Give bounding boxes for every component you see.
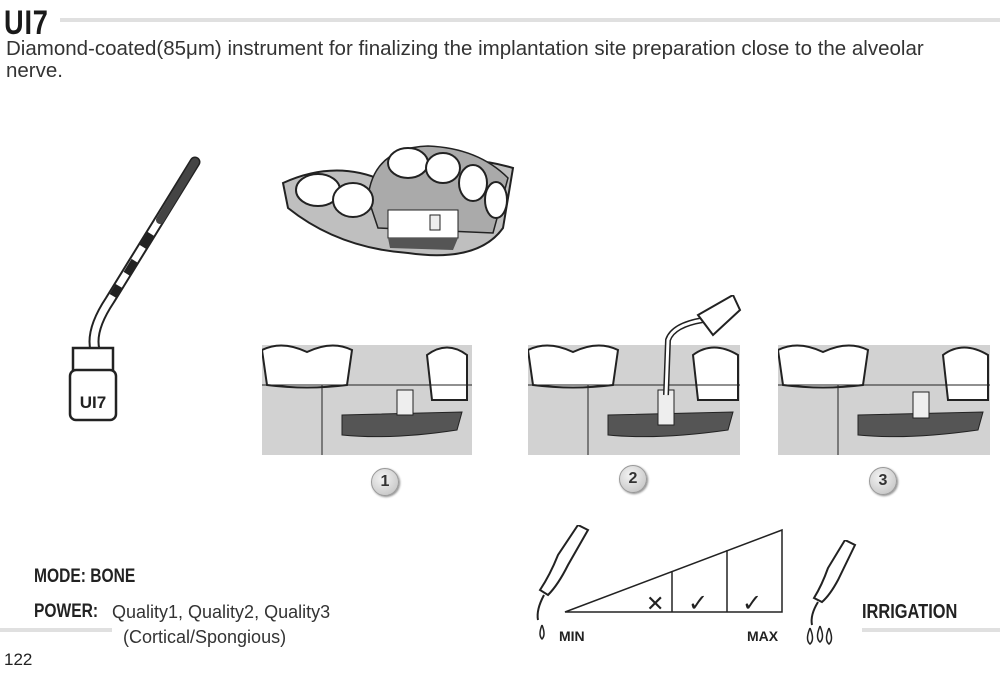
step-1-badge: 1 [371, 468, 399, 496]
irrigation-label: IRRIGATION [862, 601, 958, 623]
footer-divider-left [0, 628, 112, 632]
level-2-check-icon: ✓ [688, 589, 708, 617]
step-3-badge: 3 [869, 467, 897, 495]
step-3-illustration [778, 344, 990, 455]
footer-divider-right [862, 628, 1000, 632]
mode-label: MODE: BONE [34, 566, 136, 587]
page-number: 122 [4, 650, 33, 669]
product-description: Diamond-coated(85μm) instrument for fina… [6, 37, 924, 82]
level-1-cross-icon: ✕ [646, 592, 664, 617]
instrument-tip-illustration: UI7 [68, 156, 201, 422]
step-1-illustration [262, 344, 472, 455]
min-label: MIN [559, 628, 585, 644]
level-3-check-icon: ✓ [742, 589, 762, 617]
handpiece-low-water-icon [536, 525, 590, 641]
step-2-illustration [528, 295, 742, 455]
power-value: Quality1, Quality2, Quality3 [112, 602, 331, 622]
power-label: POWER: [34, 601, 99, 622]
jaw-illustration [281, 145, 515, 257]
handpiece-irrigation-icon [806, 540, 857, 645]
max-label: MAX [747, 628, 779, 644]
product-code-title: UI7 [4, 4, 49, 42]
power-subtext: (Cortical/Spongious) [123, 627, 287, 647]
power-scale-diagram: ✕ ✓ ✓ MIN MAX [536, 525, 783, 644]
instrument-label: UI7 [80, 393, 106, 412]
title-divider [60, 18, 1000, 22]
step-2-badge: 2 [619, 465, 647, 493]
